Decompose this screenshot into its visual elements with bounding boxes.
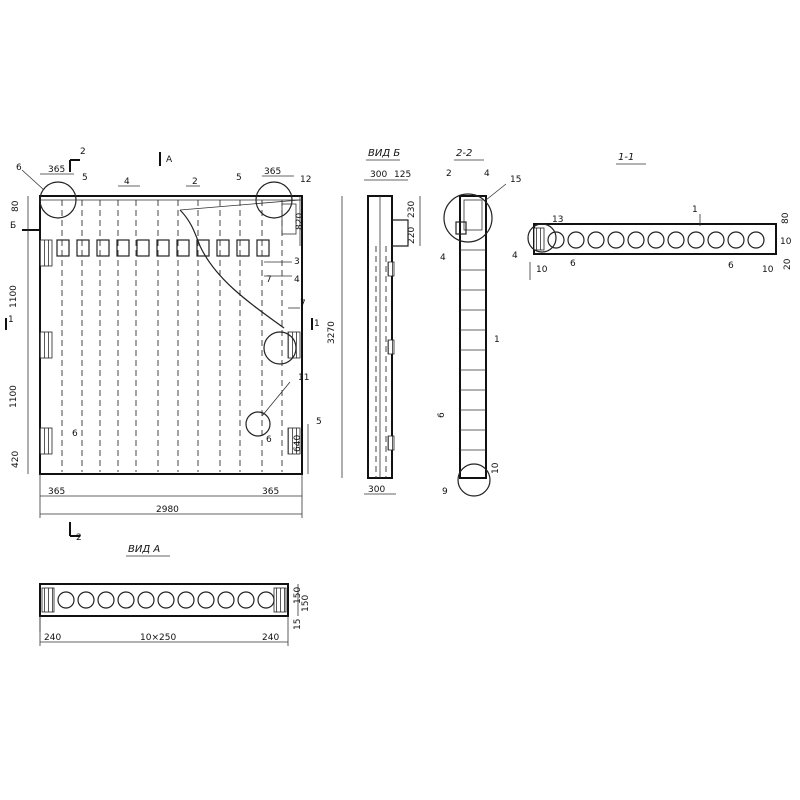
detail-circle-right (255, 181, 293, 219)
dim-150b: 150 (301, 595, 311, 612)
rebar-cells (460, 249, 486, 451)
section-2-2: 2-2 2 4 15 4 1 6 9 10 (437, 148, 521, 497)
embedded-plate-5 (287, 427, 301, 455)
view-a-title: ВИД А (128, 544, 160, 555)
section-2-2-title: 2-2 (456, 148, 472, 159)
embedded-plate-4 (287, 331, 301, 359)
detail-circle-bottom (457, 463, 491, 497)
dim-230: 230 (407, 201, 417, 218)
callout-6b: 6 (728, 261, 734, 271)
detail-circle-left (39, 181, 77, 219)
void-circles (57, 591, 275, 609)
view-b: ВИД Б 300 125 230 220 3270 300 (327, 148, 421, 495)
callout-6c: 6 (266, 435, 272, 445)
callout-7: 7 (266, 275, 272, 285)
section-label: 1 (8, 315, 14, 325)
callout-13: 13 (552, 215, 563, 225)
callout-6a: 6 (570, 259, 576, 269)
callout-12: 12 (300, 175, 311, 185)
dim-1100b: 1100 (9, 385, 19, 408)
dim-300b: 300 (368, 485, 385, 495)
dim-3270: 3270 (327, 321, 337, 344)
dim-10x250: 10×250 (140, 633, 176, 643)
callout-4b: 4 (294, 275, 300, 285)
callout-3: 3 (294, 257, 300, 267)
section-label: 2 (80, 147, 86, 157)
dim-10a: 10 (536, 265, 548, 275)
dim-365-bottom-left: 365 (48, 487, 65, 497)
void-circles (547, 231, 765, 249)
detail-circle-top (443, 193, 493, 243)
detail-circle-7 (263, 331, 297, 365)
void-channels (61, 200, 283, 472)
embedded-plate-3 (39, 427, 53, 455)
dim-20: 20 (783, 258, 793, 270)
callout-7b: 7 (300, 299, 306, 309)
front-view: 2 А Б 1 1 2 365 365 80 1100 (5, 147, 322, 543)
section-label: 1 (314, 319, 320, 329)
dim-640: 640 (293, 435, 303, 452)
section-mark-1-right: 1 (311, 318, 320, 330)
dim-365-bottom-right: 365 (262, 487, 279, 497)
view-b-title: ВИД Б (368, 148, 400, 159)
dim-80: 80 (11, 200, 21, 212)
callout-5: 5 (82, 173, 88, 183)
embedded-plate-2 (39, 331, 53, 359)
dim-2980: 2980 (156, 505, 179, 515)
dim-240a: 240 (44, 633, 61, 643)
callout-9: 9 (442, 487, 448, 497)
dim-365-top-right: 365 (264, 167, 281, 177)
callout-6b: 6 (72, 429, 78, 439)
section-mark-1-left: 1 (5, 315, 14, 330)
dim-240b: 240 (262, 633, 279, 643)
callout-2: 2 (192, 177, 198, 187)
callout-15: 15 (510, 175, 521, 185)
callout-6: 6 (437, 412, 447, 418)
callout-1: 1 (692, 205, 698, 215)
callout-4: 4 (484, 169, 490, 179)
dim-150: 150 (293, 587, 303, 604)
callout-4b: 4 (440, 253, 446, 263)
dim-15: 15 (293, 619, 303, 630)
section-mark-b: Б (10, 221, 40, 231)
callout-6: 6 (16, 163, 22, 173)
section-label: 2 (76, 533, 82, 543)
callout-4: 4 (124, 177, 130, 187)
dim-365-top-left: 365 (48, 165, 65, 175)
embedded-plate-1 (39, 239, 53, 267)
callout-11: 11 (298, 373, 309, 383)
dim-420: 420 (11, 451, 21, 468)
section-1-1-title: 1-1 (618, 152, 634, 163)
section-1-1: 1-1 1 13 4 6 6 10 20 10 80 10 (512, 152, 793, 280)
callout-4: 4 (512, 251, 518, 261)
view-a: ВИД А 240 10×250 240 150 150 15 (39, 544, 311, 646)
panel-outline (39, 195, 303, 475)
dim-10c: 10 (780, 237, 792, 247)
callout-2: 2 (446, 169, 452, 179)
detail-circle-11 (245, 411, 271, 437)
dim-300: 300 (370, 170, 387, 180)
opening-row (56, 239, 270, 257)
section-label: Б (10, 221, 16, 231)
dim-820: 820 (295, 213, 305, 230)
detail-circle-13 (527, 223, 557, 253)
dim-1100: 1100 (9, 285, 19, 308)
section-label: А (166, 155, 173, 165)
callout-1: 1 (494, 335, 500, 345)
section-mark-a: А (159, 152, 173, 166)
break-line (179, 209, 285, 329)
dim-80: 80 (781, 212, 791, 224)
dim-220: 220 (407, 227, 417, 244)
callout-10: 10 (491, 462, 501, 474)
section-mark-2-top: 2 (69, 147, 86, 172)
callout-5b: 5 (236, 173, 242, 183)
dim-10b: 10 (762, 265, 774, 275)
dim-5: 5 (316, 417, 322, 427)
section-mark-2-bottom: 2 (69, 522, 82, 543)
dim-125: 125 (394, 170, 411, 180)
